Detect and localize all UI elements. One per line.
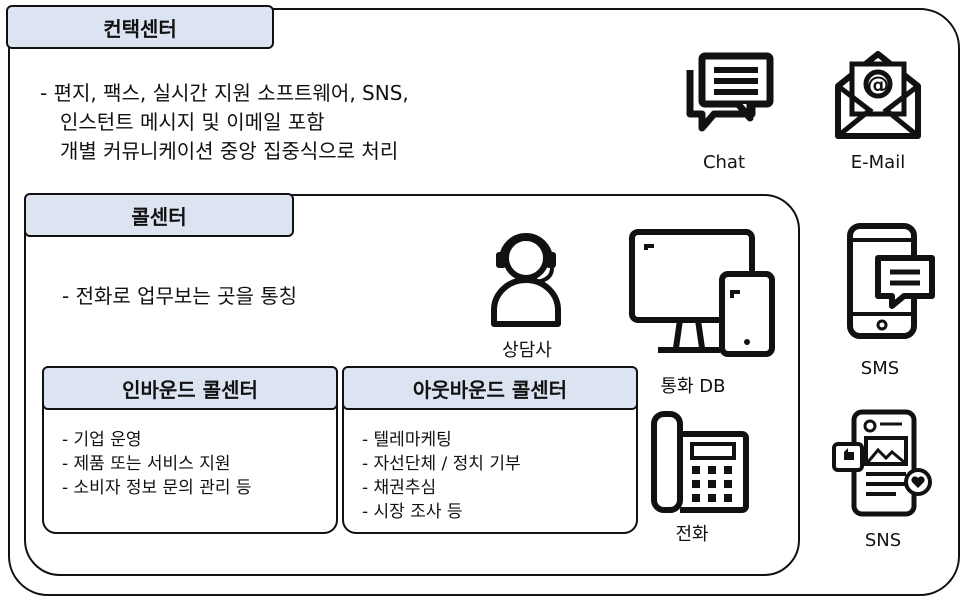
call-center-title: 콜센터 bbox=[24, 193, 294, 237]
inbound-item-1: - 기업 운영 bbox=[62, 430, 142, 450]
chat-bubbles-icon bbox=[686, 52, 774, 132]
contact-center-line-1: - 편지, 팩스, 실시간 지원 소프트웨어, SNS, bbox=[40, 81, 409, 105]
desk-phone-icon bbox=[651, 411, 749, 513]
sns-label: SNS bbox=[864, 530, 902, 551]
db-label: 통화 DB bbox=[660, 376, 726, 397]
phone-label: 전화 bbox=[675, 524, 709, 545]
call-center-description: - 전화로 업무보는 곳을 통칭 bbox=[62, 284, 298, 308]
outbound-item-3: - 채권추심 bbox=[362, 478, 437, 498]
chat-label: Chat bbox=[702, 152, 746, 173]
inbound-title: 인바운드 콜센터 bbox=[42, 366, 338, 410]
social-feed-icon bbox=[832, 409, 932, 517]
agent-label: 상담사 bbox=[502, 340, 552, 361]
headset-agent-icon bbox=[491, 233, 561, 327]
contact-center-line-2: 인스턴트 메시지 및 이메일 포함 bbox=[60, 110, 325, 134]
svg-text:@: @ bbox=[867, 73, 889, 98]
inbound-item-2: - 제품 또는 서비스 지원 bbox=[62, 454, 231, 474]
monitor-phone-icon bbox=[629, 229, 775, 357]
contact-center-line-3: 개별 커뮤니케이션 중앙 집중식으로 처리 bbox=[60, 139, 399, 163]
outbound-item-4: - 시장 조사 등 bbox=[362, 502, 463, 522]
inbound-item-3: - 소비자 정보 문의 관리 등 bbox=[62, 478, 252, 498]
outbound-item-2: - 자선단체 / 정치 기부 bbox=[362, 454, 521, 474]
outbound-item-1: - 텔레마케팅 bbox=[362, 430, 452, 450]
sms-label: SMS bbox=[860, 358, 900, 379]
envelope-icon: @ bbox=[835, 51, 921, 139]
outbound-title: 아웃바운드 콜센터 bbox=[342, 366, 638, 410]
smartphone-message-icon bbox=[847, 223, 935, 339]
contact-center-title: 컨택센터 bbox=[6, 5, 274, 49]
email-label: E-Mail bbox=[850, 152, 906, 173]
